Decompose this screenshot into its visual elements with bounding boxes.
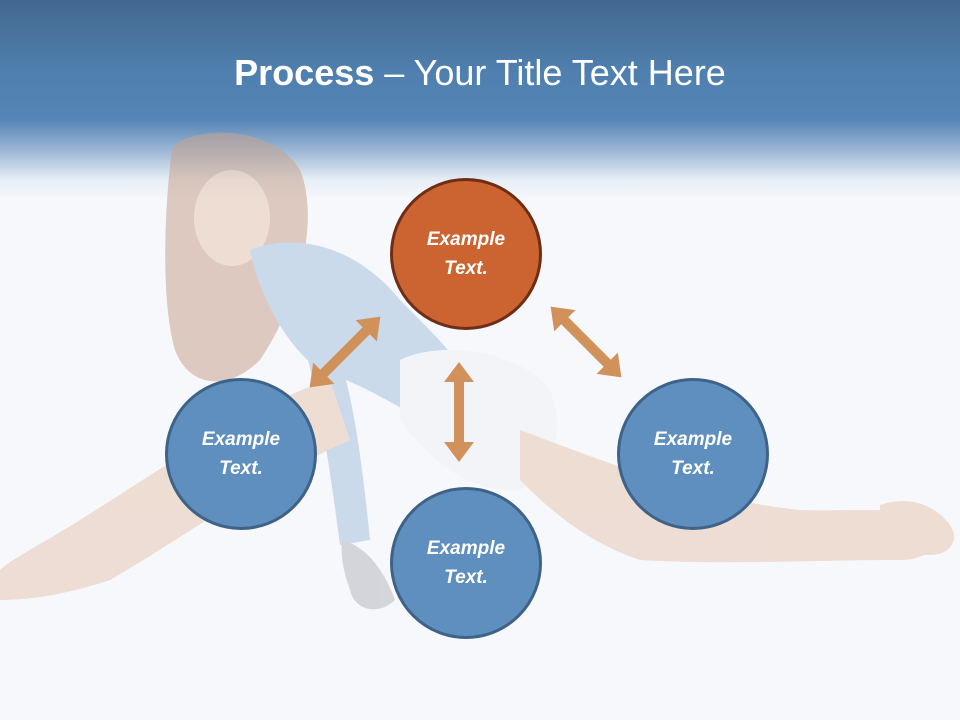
arrow-top-left [309,316,381,388]
title-rest: – Your Title Text Here [374,52,726,93]
page-title: Process – Your Title Text Here [0,52,960,94]
node-left-line1: Example [201,429,281,450]
arrow-vertical [444,362,474,462]
node-top-line2: Text. [444,258,488,279]
arrow-top-right [550,306,622,378]
node-bottom-line1: Example [426,538,506,559]
node-bottom-line2: Text. [444,567,488,588]
node-right-line1: Example [653,429,733,450]
node-top-line1: Example [426,229,506,250]
node-left-line2: Text. [219,458,263,479]
node-right-line2: Text. [671,458,715,479]
title-banner [0,0,960,200]
title-bold: Process [234,52,375,93]
